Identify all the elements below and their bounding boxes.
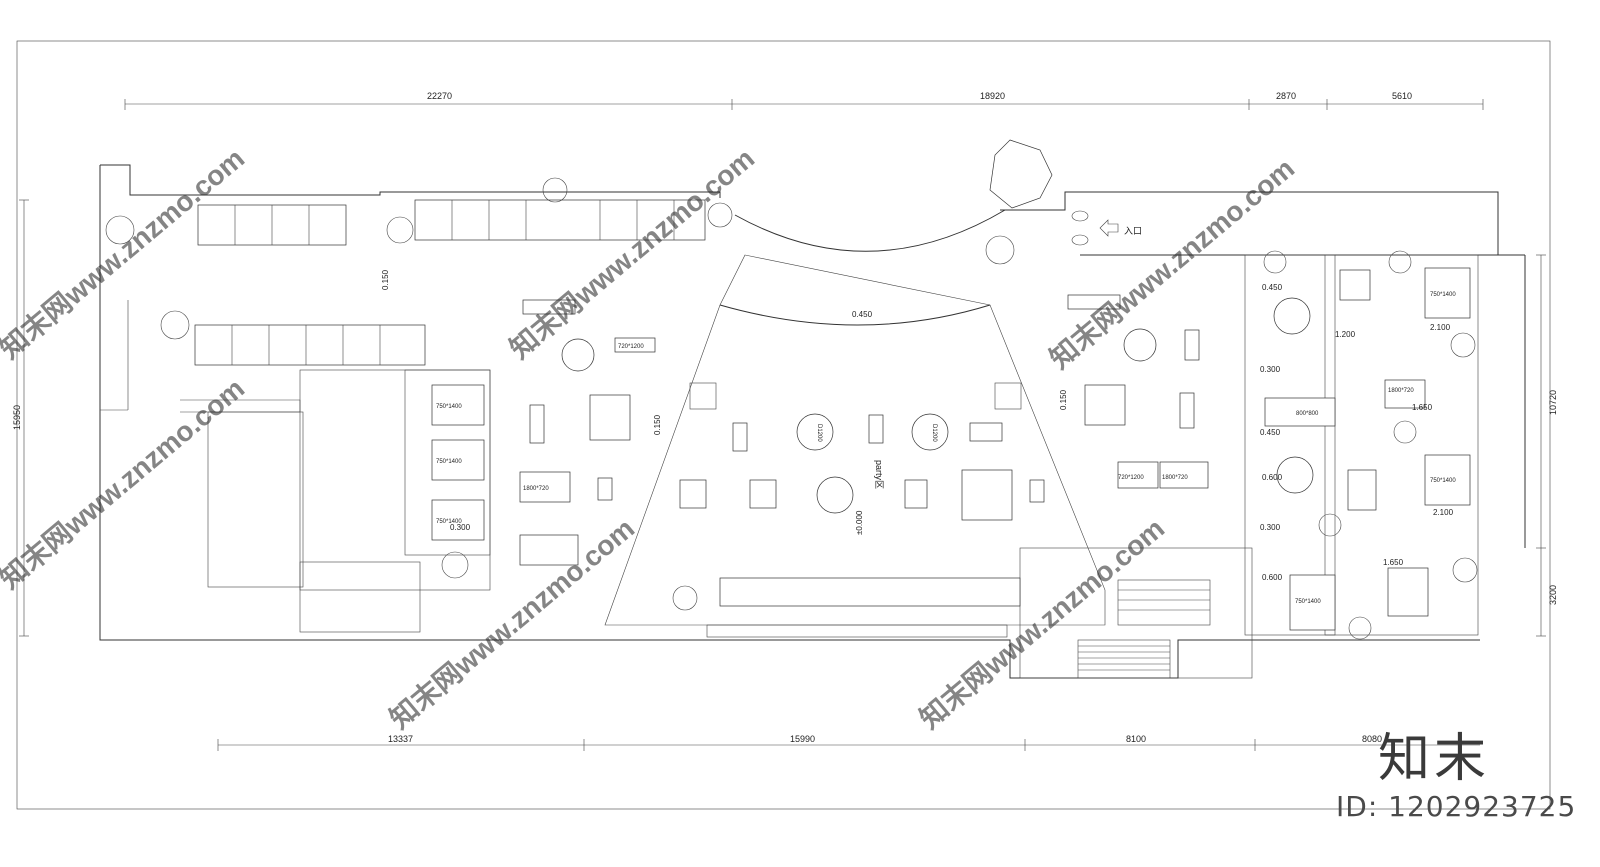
level-0450-hall: 0.450 — [852, 310, 873, 319]
level-0150-b: 0.150 — [653, 414, 662, 435]
level-0450-r2: 0.450 — [1260, 428, 1281, 437]
table-label-left-720: 720*1200 — [618, 344, 644, 350]
bottom-dimension-line: 13337 15990 8100 8080 — [217, 734, 1480, 751]
table-label-right-1800: 1800*720 — [1162, 475, 1188, 481]
level-0600-r1: 0.600 — [1262, 473, 1283, 482]
sofa-label-2: 750*1400 — [436, 459, 462, 465]
round-label-1: D1200 — [816, 424, 822, 442]
round-label-2: D1200 — [931, 424, 937, 442]
dim-right-2: 3200 — [1548, 585, 1558, 605]
dining-tables-right: 720*1200 1800*720 — [1067, 294, 1209, 489]
left-dimension-line: 15950 — [12, 199, 29, 637]
level-1200-r: 1.200 — [1335, 330, 1356, 339]
watermark-layer: 知末网www.znzmo.com 知末网www.znzmo.com 知末网www… — [0, 142, 1300, 735]
drawing-frame — [16, 40, 1551, 810]
dim-bottom-3: 8100 — [1126, 734, 1146, 744]
private-sofa-label-3: 750*1400 — [1295, 599, 1321, 605]
entrance-label: 入口 — [1124, 226, 1142, 236]
sofa-label-1: 750*1400 — [436, 404, 462, 410]
booth-row-middle — [194, 324, 426, 366]
private-sofa-label-1: 750*1400 — [1430, 292, 1456, 298]
private-table-label-1800: 1800*720 — [1388, 388, 1414, 394]
level-0300-l: 0.300 — [450, 523, 471, 532]
party-zone-label: party区 — [874, 460, 884, 489]
sofa-label-3: 750*1400 — [436, 519, 462, 525]
watermark-id: ID: 1202923725 — [1336, 790, 1577, 823]
dim-bottom-1: 13337 — [388, 734, 413, 744]
booth-column-left-zone: 750*1400 750*1400 750*1400 — [431, 384, 485, 541]
private-sofa-label-2: 750*1400 — [1430, 478, 1456, 484]
level-0150-a: 0.150 — [381, 269, 390, 290]
dim-bottom-2: 15990 — [790, 734, 815, 744]
booth-row-top — [197, 199, 706, 246]
watermark-brand: 知末 — [1378, 729, 1491, 789]
level-1650-r1: 1.650 — [1412, 403, 1433, 412]
dining-tables-hall: D1200 D1200 — [679, 413, 1045, 521]
watermark-text-5: 知末网www.znzmo.com — [1043, 152, 1300, 375]
private-rooms: 750*1400 1800*720 800*800 750*1400 750*1… — [1264, 267, 1471, 631]
level-0000-hall: ±0.000 — [855, 510, 864, 535]
watermark-text-4: 知末网www.znzmo.com — [383, 512, 640, 735]
dim-top-1: 22270 — [427, 91, 452, 101]
level-0150-c: 0.150 — [1059, 389, 1068, 410]
dim-bottom-4: 8080 — [1362, 734, 1382, 744]
dim-right-1: 10720 — [1548, 390, 1558, 415]
party-hall: party区 0.450 ±0.000 — [604, 209, 1106, 638]
table-label-right-720: 720*1200 — [1118, 475, 1144, 481]
watermark-text-2: 知末网www.znzmo.com — [0, 372, 250, 595]
dining-tables-left: 1800*720 720*1200 — [519, 299, 656, 566]
building-walls — [99, 164, 1526, 679]
dim-top-3: 2870 — [1276, 91, 1296, 101]
dim-left: 15950 — [12, 405, 22, 430]
right-dimension-line: 10720 3200 — [1536, 254, 1558, 637]
private-table-label-800: 800*800 — [1296, 411, 1319, 417]
dim-top-4: 5610 — [1392, 91, 1412, 101]
table-label-left-1800: 1800*720 — [523, 486, 549, 492]
level-2100-r2: 2.100 — [1433, 508, 1454, 517]
level-0300-r2: 0.300 — [1260, 523, 1281, 532]
entrance-marker: 入口 — [1071, 210, 1142, 246]
level-2100-r1: 2.100 — [1430, 323, 1451, 332]
level-markers: 0.150 0.150 0.150 0.450 0.450 0.300 0.30… — [381, 269, 1454, 582]
level-0600-r2: 0.600 — [1262, 573, 1283, 582]
staircase — [1077, 579, 1211, 679]
level-0300-r1: 0.300 — [1260, 365, 1281, 374]
watermark-text-6: 知末网www.znzmo.com — [913, 512, 1170, 735]
plant-symbols — [105, 177, 1478, 640]
top-dimension-line: 22270 18920 2870 5610 — [124, 91, 1484, 110]
level-0450-r1: 0.450 — [1262, 283, 1283, 292]
level-1650-r2: 1.650 — [1383, 558, 1404, 567]
hexagon-kiosk — [989, 139, 1053, 209]
watermark-text-3: 知末网www.znzmo.com — [503, 142, 760, 365]
dim-top-2: 18920 — [980, 91, 1005, 101]
